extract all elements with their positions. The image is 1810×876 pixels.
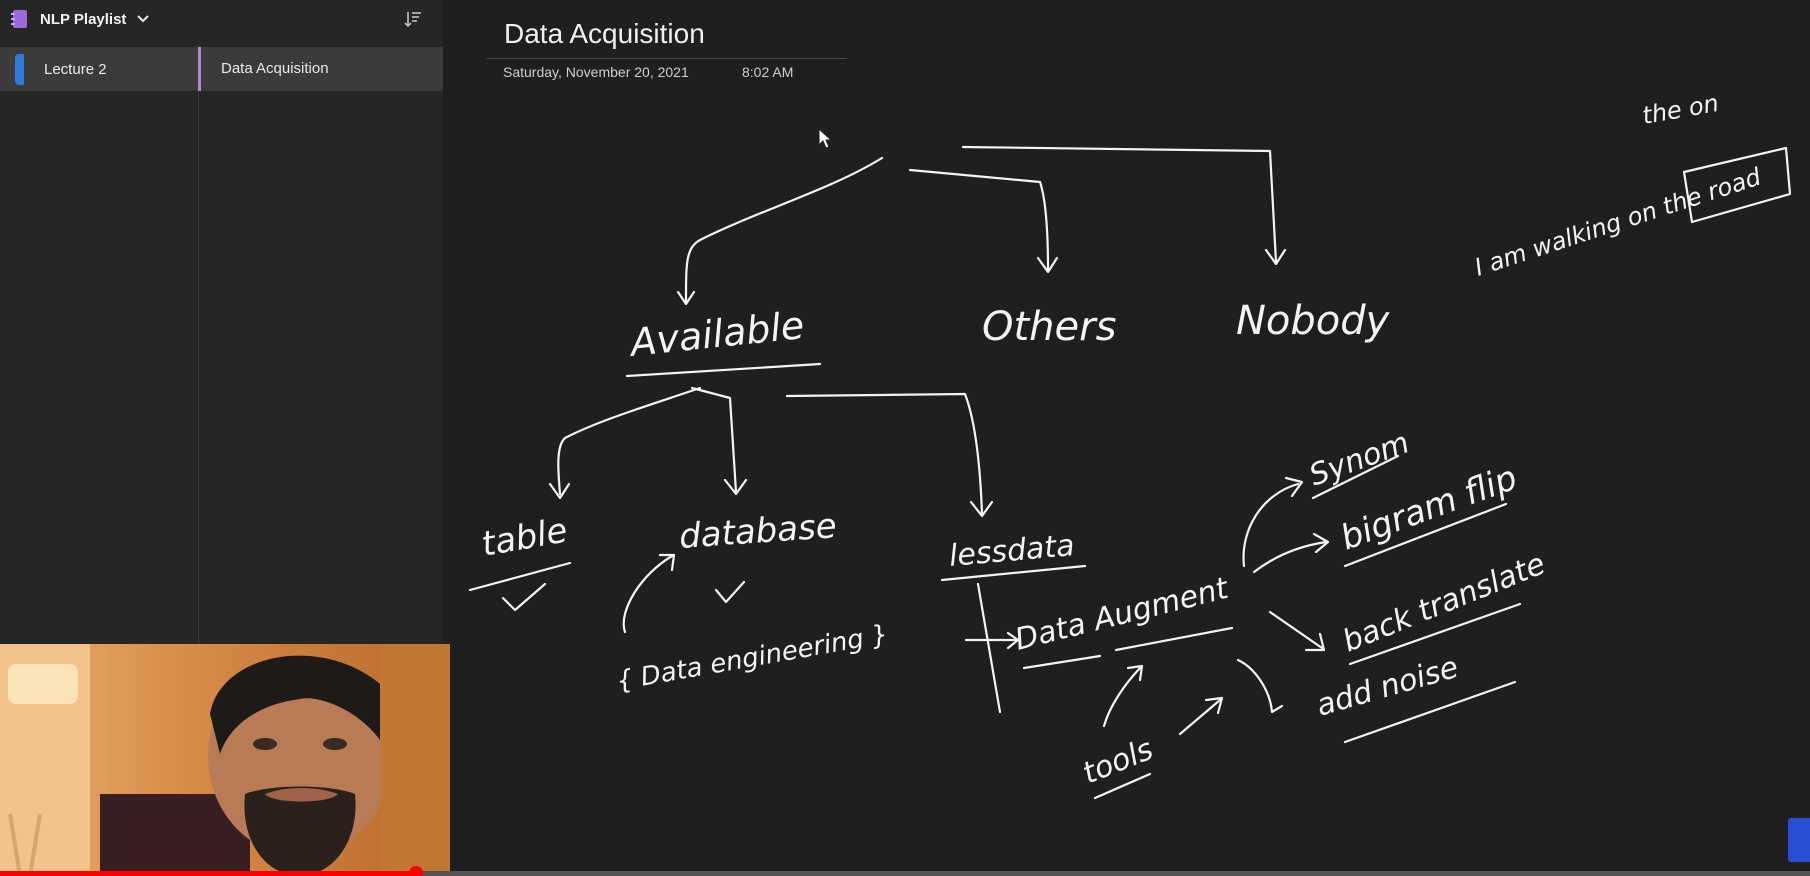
- ink-box-on-the: [1682, 146, 1792, 224]
- ink-label-others: Others: [982, 304, 1116, 350]
- page-time: 8:02 AM: [742, 64, 794, 80]
- title-divider: [487, 58, 847, 59]
- ink-branch-nobody: [961, 145, 1278, 264]
- page-list: [198, 44, 443, 644]
- section-item-lecture-2[interactable]: [0, 47, 198, 91]
- ink-label-data-engineering: { Data engineering }: [614, 620, 891, 697]
- ink-label-backtranslate: back translate: [1338, 546, 1550, 659]
- page-title[interactable]: Data Acquisition: [504, 18, 705, 49]
- ink-underline-data: [1022, 654, 1102, 670]
- ink-label-sentence: I am walking on the road: [1471, 162, 1765, 281]
- page-date: Saturday, November 20, 2021: [503, 64, 689, 80]
- ink-underline-table: [468, 561, 572, 592]
- notebook-name[interactable]: NLP Playlist: [40, 11, 127, 28]
- ink-branch-database: [690, 386, 738, 494]
- mouse-cursor-icon: [818, 128, 832, 149]
- ink-lessdata-stem: [976, 582, 1002, 714]
- note-canvas[interactable]: [443, 0, 1810, 876]
- page-item-data-acquisition[interactable]: [198, 47, 443, 91]
- ink-underline-lessdata: [940, 564, 1087, 582]
- ink-label-data-augment: Data Augment: [1011, 571, 1232, 658]
- ink-underline-synonym: [1311, 454, 1400, 500]
- sort-pages-icon[interactable]: [402, 9, 422, 29]
- ink-arrow-tools-2: [1178, 698, 1222, 736]
- section-list: [0, 44, 198, 644]
- ink-label-nobody: Nobody: [1236, 298, 1391, 344]
- ink-underline-available: [625, 362, 822, 378]
- video-progress-fill: [0, 871, 417, 876]
- webcam-overlay: [0, 644, 450, 876]
- section-color-tab: [15, 54, 24, 85]
- ink-label-the-on: the on: [1640, 89, 1721, 130]
- ink-branch-others: [908, 168, 1050, 272]
- presenter-image: [0, 644, 450, 876]
- ink-label-addnoise: add noise: [1313, 650, 1463, 724]
- ink-label-table: table: [479, 511, 571, 565]
- ink-underline-augment: [1114, 626, 1234, 652]
- notebook-icon: [11, 10, 27, 28]
- ink-label-available: Available: [625, 303, 806, 365]
- chevron-down-icon[interactable]: [136, 12, 150, 26]
- ink-underline-backtranslate: [1348, 602, 1522, 666]
- ink-label-synonym: Synom: [1305, 425, 1414, 493]
- ink-check-table: [501, 582, 547, 612]
- notebook-header: NLP Playlist: [0, 0, 443, 44]
- ink-branch-table: [557, 386, 702, 496]
- video-progress-handle[interactable]: [409, 866, 424, 876]
- ink-check-database: [714, 580, 746, 604]
- ink-branch-lessdata: [785, 392, 984, 516]
- ink-underline-addnoise: [1343, 680, 1517, 744]
- section-label: Lecture 2: [44, 61, 107, 78]
- ink-underline-tools: [1093, 772, 1152, 800]
- ink-branch-available: [684, 156, 884, 304]
- ink-arrow-bigram: [1252, 540, 1328, 574]
- ink-bracket-noise: [1236, 658, 1284, 714]
- ink-arrow-data-engineering: [622, 554, 674, 634]
- page-label: Data Acquisition: [221, 60, 329, 77]
- ink-label-lessdata: lessdata: [948, 528, 1076, 574]
- ink-label-database: database: [678, 506, 838, 557]
- ink-underline-bigram: [1343, 502, 1508, 568]
- ink-arrow-tools-1: [1102, 666, 1142, 728]
- video-progress-track[interactable]: [0, 871, 1810, 876]
- ink-arrow-backtranslate: [1268, 610, 1324, 650]
- ink-label-tools: tools: [1078, 732, 1158, 792]
- ink-arrow-synonym: [1242, 482, 1300, 568]
- corner-widget-icon[interactable]: [1788, 818, 1810, 862]
